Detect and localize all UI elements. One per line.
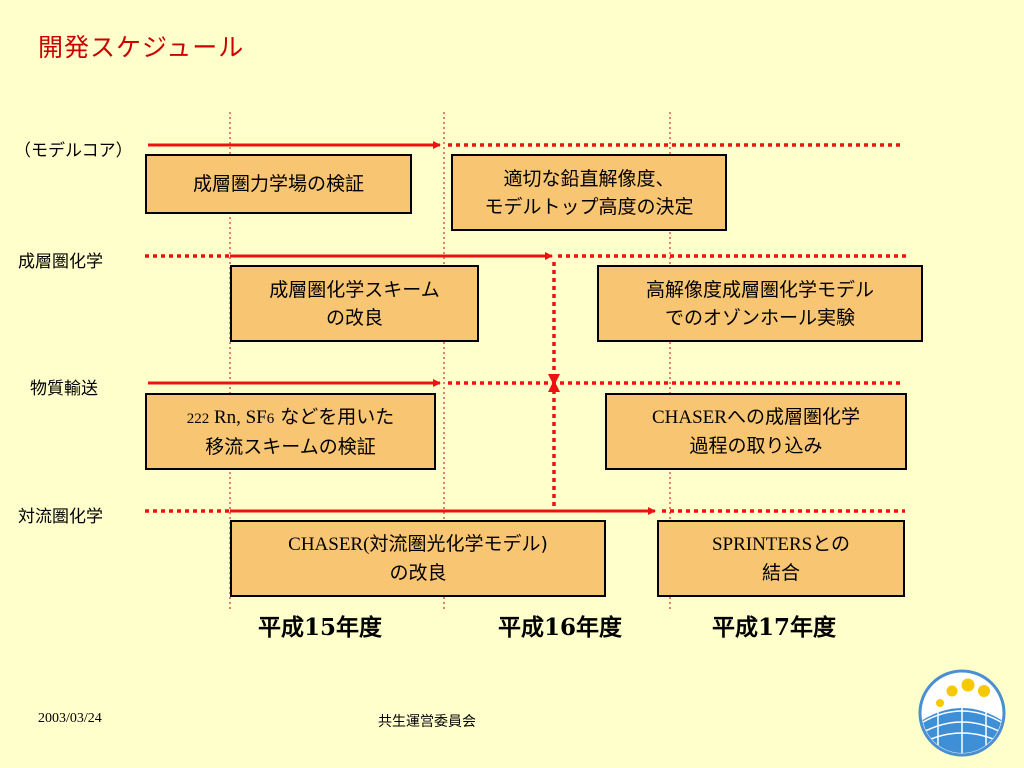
year-label-h16: 平成16年度 [498, 614, 623, 641]
box-text-line2: 結合 [761, 562, 800, 584]
box-text-line1: 成層圏化学スキーム [269, 278, 440, 301]
box-text-line1: CHASER(対流圏光化学モデル) [288, 530, 548, 559]
box-text-line1: CHASERへの成層圏化学 [652, 403, 860, 432]
sf-subscript: 6 [266, 410, 275, 427]
box-text-line1: SPRINTERSとの [712, 530, 850, 559]
task-box-dynamics-validation: 成層圏力学場の検証 [145, 154, 412, 214]
box-text-line1: 適切な鉛直解像度、 [503, 167, 675, 190]
box-text-line2: 過程の取り込み [689, 435, 823, 457]
chaser-text: CHASER [652, 407, 727, 428]
year-label-h17: 平成17年度 [712, 614, 837, 641]
box-text-rest: への成層圏化学 [726, 406, 860, 428]
task-box-chaser-improvement: CHASER(対流圏光化学モデル) の改良 [230, 520, 606, 597]
box-text-line2: でのオゾンホール実験 [664, 306, 855, 329]
task-box-chaser-strat: CHASERへの成層圏化学 過程の取り込み [605, 393, 907, 470]
page-title: 開発スケジュール [38, 33, 245, 62]
logo-emblem-icon [918, 669, 1006, 757]
rn-sf-text: Rn, SF [209, 406, 267, 428]
sprinters-text: SPRINTERS [711, 534, 813, 555]
task-box-advection-scheme: 222 Rn, SF6 などを用いた 移流スキームの検証 [145, 393, 436, 470]
task-box-sprinters-coupling: SPRINTERSとの 結合 [657, 520, 905, 597]
row-label-trop-chem: 対流圏化学 [18, 507, 103, 527]
task-box-strat-scheme: 成層圏化学スキーム の改良 [230, 265, 479, 342]
box-text-rest: などを用いた [274, 405, 395, 428]
chaser-text: CHASER( [288, 534, 370, 555]
box-text-line2: の改良 [389, 562, 447, 584]
box-text-line1: 高解像度成層圏化学モデル [645, 278, 874, 301]
row-label-transport: 物質輸送 [30, 379, 98, 399]
box-text: 成層圏力学場の検証 [192, 173, 364, 195]
box-text-line2: 移流スキームの検証 [205, 435, 376, 458]
box-text-line2: モデルトップ高度の決定 [484, 195, 694, 218]
box-text-rest: 対流圏光化学モデル) [369, 533, 548, 555]
rn-mass-number: 222 [186, 410, 210, 427]
box-text-line2: の改良 [325, 306, 383, 329]
task-box-ozone-hole: 高解像度成層圏化学モデル でのオゾンホール実験 [597, 265, 923, 342]
box-text-line1: 222 Rn, SF6 などを用いた [187, 403, 395, 433]
footer-date: 2003/03/24 [38, 711, 102, 726]
year-label-h15: 平成15年度 [258, 614, 383, 641]
task-box-vertical-resolution: 適切な鉛直解像度、 モデルトップ高度の決定 [451, 154, 727, 231]
row-label-model-core: （モデルコア） [14, 141, 133, 161]
row-label-strat-chem: 成層圏化学 [18, 252, 103, 272]
box-text-rest: との [812, 533, 851, 555]
connector-arrow-down [548, 374, 560, 386]
footer-center-text: 共生運営委員会 [378, 714, 476, 730]
